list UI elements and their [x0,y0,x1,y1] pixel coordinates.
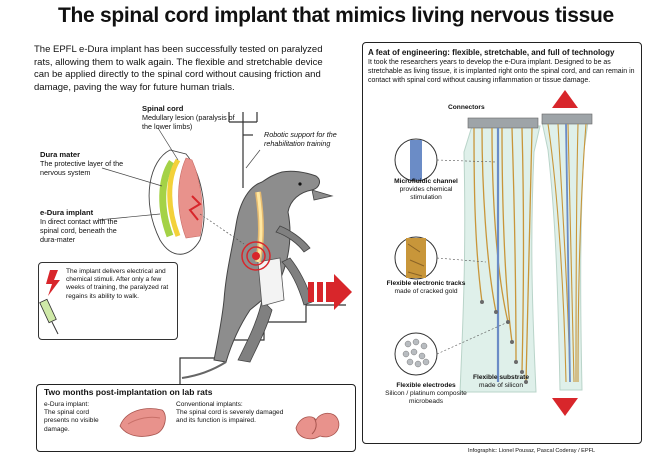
implant-info-box [38,262,178,340]
electrodes-title: Flexible electrodes [396,382,456,389]
bottom-edura: e-Dura implant: The spinal cord presents… [44,401,116,434]
electrodes-text: Silicon / platinum composite microbeads [385,390,467,406]
dura-mater-title: Dura mater [40,150,81,159]
right-panel-text: It took the researchers years to develop… [368,59,635,84]
microfluidic-title: Microfluidic channel [394,178,458,185]
right-panel-header: A feat of engineering: flexible, stretch… [368,48,640,85]
implant-strip-main [459,117,541,393]
spinal-cord-text: Medullary lesion (paralysis of the lower… [142,113,235,131]
edura-text: In direct contact with the spinal cord, … [40,217,118,244]
edura-label: e-Dura implant In direct contact with th… [40,208,128,244]
rat-illustration [181,170,334,379]
tracks-label: Flexible electronic tracks made of crack… [376,280,476,296]
healthy-cord-icon [119,408,166,437]
electrodes-detail [394,321,509,376]
right-panel-title: A feat of engineering: flexible, stretch… [368,48,615,57]
stretch-down-arrow-icon [552,398,578,416]
substrate-label: Flexible substrate made of silicon [466,374,536,390]
lightning-icon [46,270,60,296]
damaged-cord-icon [295,412,340,440]
tracks-text: made of cracked gold [394,288,458,296]
robotic-support-label: Robotic support for the rehabilitation t… [264,130,337,148]
bottom-title: Two months post-implantation on lab rats [44,387,213,397]
bottom-conventional: Conventional implants: The spinal cord i… [176,401,286,426]
dura-mater-label: Dura mater The protective layer of the n… [40,150,132,177]
stretch-up-arrow-icon [552,90,578,108]
credit-line: Infographic: Lionel Pousaz, Pascal Coder… [468,448,596,454]
spinal-cord-label: Spinal cord Medullary lesion (paralysis … [142,104,240,131]
bottom-edura-text: The spinal cord presents no visible dama… [44,409,99,433]
gold-tracks-detail [394,236,487,280]
syringe-icon [39,298,59,335]
robotic-support [228,112,258,188]
bottom-edura-label: e-Dura implant: [44,401,90,408]
connectors-label: Connectors [448,104,485,111]
intro-text: The EPFL e-Dura implant has been success… [34,44,323,93]
implant-diagram [394,90,593,416]
page-title: The spinal cord implant that mimics livi… [58,4,614,27]
spinal-cord-zoom [148,149,245,255]
stairs [179,304,346,384]
implant-box-text: The implant delivers electrical and chem… [66,268,169,300]
substrate-text: made of silicon [479,382,523,390]
dura-mater-text: The protective layer of the nervous syst… [40,159,124,177]
bottom-conv-label: Conventional implants: [176,401,243,408]
spinal-cord-title: Spinal cord [142,104,184,113]
microfluidic-text: provides chemical stimulation [399,186,453,202]
edura-title: e-Dura implant [40,208,94,217]
microfluidic-detail [394,138,497,182]
microfluidic-label: Microfluidic channel provides chemical s… [388,178,464,203]
right-panel [362,42,642,444]
leader-lines [97,127,261,221]
tracks-title: Flexible electronic tracks [386,280,466,287]
bottom-conv-text: The spinal cord is severely damaged and … [176,409,284,425]
bottom-panel [36,384,356,452]
substrate-title: Flexible substrate [472,374,530,381]
implant-strip-stretched [541,113,593,391]
red-arrow-icon [308,274,352,310]
electrodes-label: Flexible electrodes Silicon / platinum c… [376,382,476,407]
